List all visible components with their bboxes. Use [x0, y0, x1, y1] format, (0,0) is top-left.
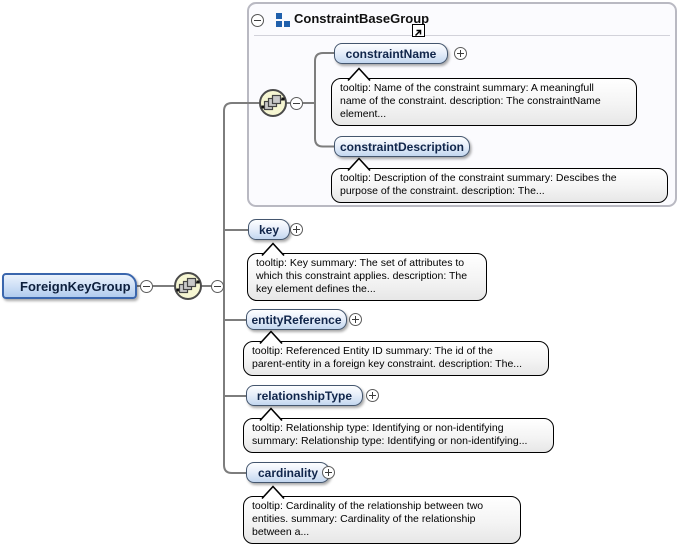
- collapse-minus-icon[interactable]: [290, 97, 303, 110]
- expand-plus-icon[interactable]: [454, 47, 467, 60]
- tooltip-text: tooltip: Name of the constraint summary:…: [340, 82, 601, 120]
- expand-plus-icon[interactable]: [322, 466, 335, 479]
- element-constraint-description[interactable]: constraintDescription: [334, 136, 470, 157]
- element-key[interactable]: key: [248, 219, 290, 240]
- tooltip-text: tooltip: Key summary: The set of attribu…: [256, 257, 468, 295]
- tooltip-callout: tooltip: Relationship type: Identifying …: [243, 407, 554, 453]
- callout-pointer-icon: [259, 407, 283, 421]
- group-title: ConstraintBaseGroup: [294, 11, 430, 26]
- element-label: cardinality: [257, 465, 319, 480]
- expand-plus-icon[interactable]: [366, 389, 379, 402]
- tooltip-text: tooltip: Relationship type: Identifying …: [252, 422, 528, 447]
- group-header: ConstraintBaseGroup: [249, 4, 675, 37]
- element-label: entityReference: [251, 312, 342, 327]
- element-constraint-name[interactable]: constraintName: [334, 43, 448, 64]
- element-label: relationshipType: [256, 388, 353, 403]
- group-squares-icon: [276, 13, 290, 27]
- expand-plus-icon[interactable]: [349, 313, 362, 326]
- collapse-minus-icon[interactable]: [211, 280, 224, 293]
- callout-pointer-icon: [347, 67, 371, 81]
- callout-pointer-icon: [261, 485, 285, 499]
- header-separator: [254, 35, 670, 36]
- sequence-compositor-icon[interactable]: [173, 271, 203, 301]
- element-relationship-type[interactable]: relationshipType: [246, 385, 363, 406]
- collapse-minus-icon[interactable]: [251, 14, 264, 27]
- callout-pointer-icon: [259, 330, 283, 344]
- goto-definition-arrow-icon[interactable]: [412, 24, 425, 37]
- element-label: key: [258, 222, 280, 237]
- tooltip-text: tooltip: Description of the constraint s…: [340, 172, 617, 197]
- element-foreign-key-group[interactable]: ForeignKeyGroup: [2, 273, 137, 299]
- element-label: ForeignKeyGroup: [20, 278, 131, 294]
- tooltip-text: tooltip: Referenced Entity ID summary: T…: [252, 345, 523, 370]
- tooltip-text: tooltip: Cardinality of the relationship…: [252, 500, 484, 538]
- tooltip-callout: tooltip: Key summary: The set of attribu…: [247, 242, 487, 301]
- sequence-compositor-icon[interactable]: [258, 88, 288, 118]
- expand-plus-icon[interactable]: [290, 223, 303, 236]
- element-label: constraintDescription: [339, 139, 465, 154]
- tooltip-callout: tooltip: Referenced Entity ID summary: T…: [243, 330, 549, 376]
- callout-pointer-icon: [347, 157, 371, 171]
- element-label: constraintName: [345, 46, 437, 61]
- element-entity-reference[interactable]: entityReference: [246, 309, 347, 330]
- tooltip-callout: tooltip: Cardinality of the relationship…: [243, 485, 521, 544]
- callout-pointer-icon: [261, 242, 285, 256]
- collapse-minus-icon[interactable]: [140, 280, 153, 293]
- tooltip-callout: tooltip: Description of the constraint s…: [331, 157, 668, 203]
- element-cardinality[interactable]: cardinality: [246, 462, 330, 483]
- tooltip-callout: tooltip: Name of the constraint summary:…: [331, 67, 637, 126]
